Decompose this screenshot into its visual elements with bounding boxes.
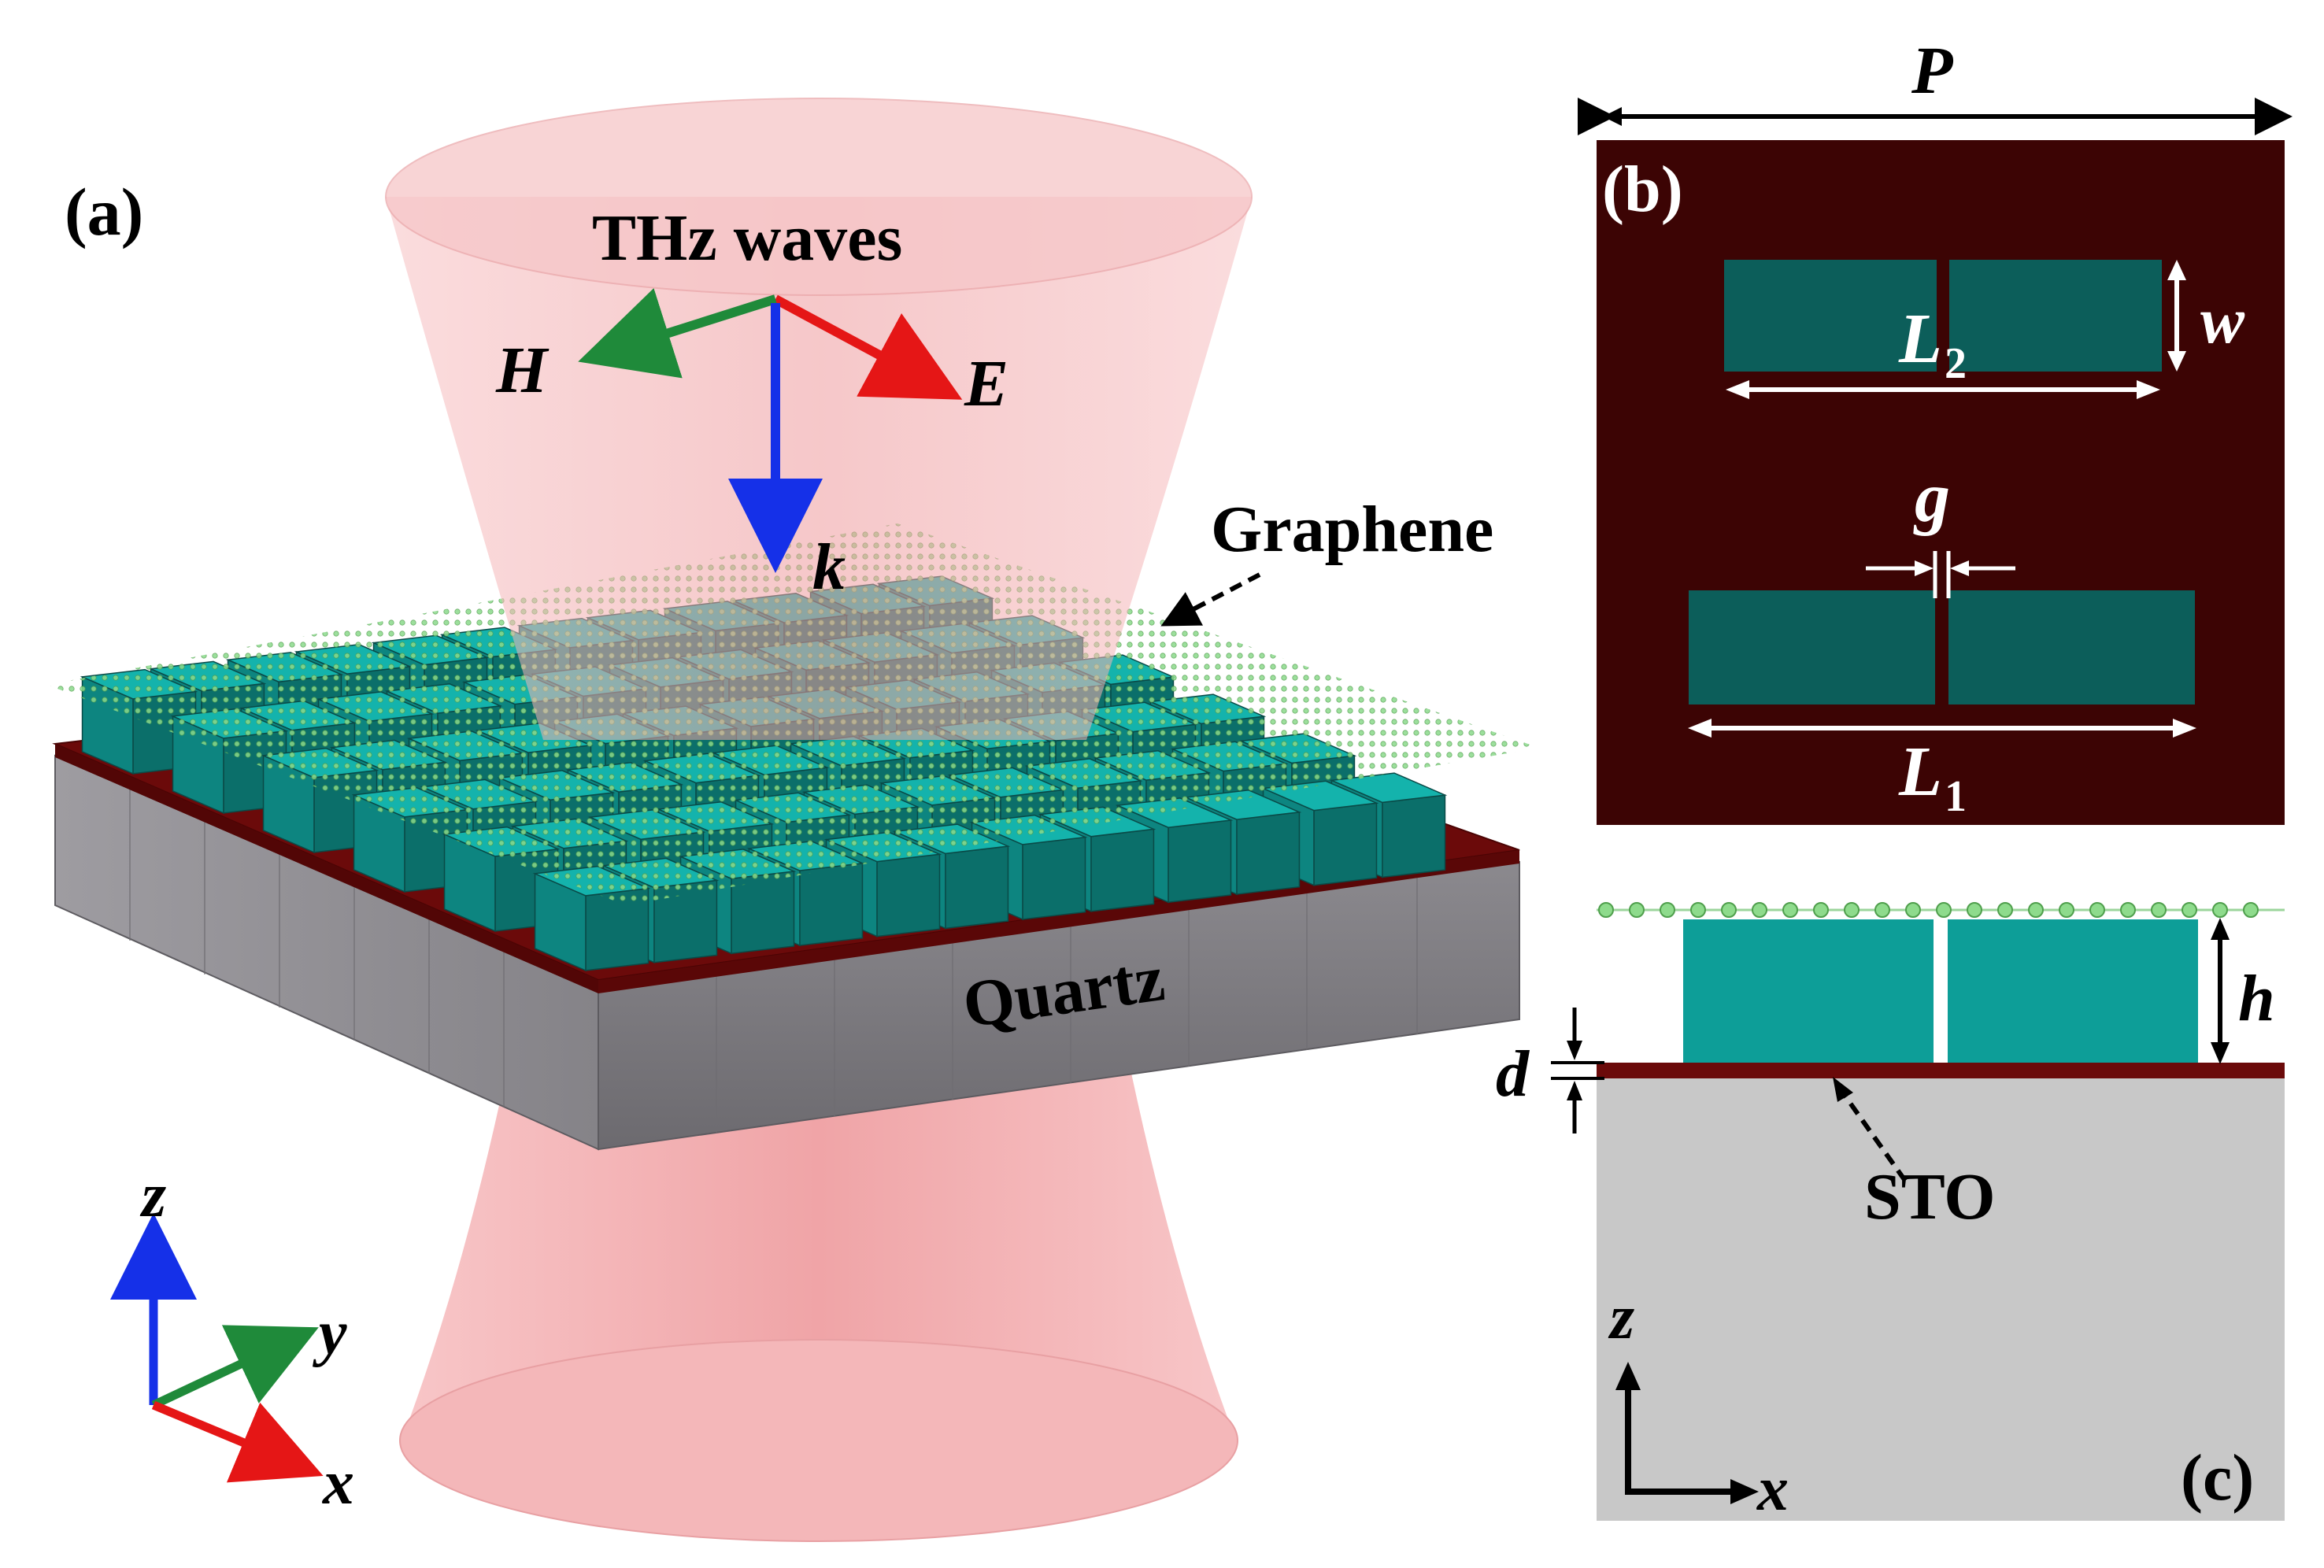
resonator-l2-right	[1949, 260, 2162, 372]
axes-c: z x	[1608, 1283, 1789, 1524]
graphene-atom	[1660, 902, 1675, 918]
quartz-substrate	[54, 754, 1520, 1151]
substrate-side-view	[1597, 1072, 2285, 1521]
d-dimension-arrows	[1551, 1008, 1604, 1133]
graphene-atom	[2059, 902, 2074, 918]
axis-y-arrow	[151, 1325, 319, 1409]
graphene-atom	[2089, 902, 2105, 918]
h-field-arrow	[578, 288, 777, 379]
k-vector-label: k	[812, 531, 846, 604]
resonator-l1-right	[1948, 590, 2195, 704]
resonator-block-face	[945, 845, 1009, 930]
svg-text:2: 2	[1945, 339, 1967, 388]
graphene-atom	[1690, 902, 1706, 918]
l2-label: L 2	[1898, 300, 1967, 388]
e-field-label: E	[964, 347, 1008, 420]
resonator-l2-left	[1724, 260, 1937, 372]
sto-label: STO	[1864, 1160, 1996, 1233]
sto-layer-side-view	[1597, 1063, 2285, 1078]
graphene-atom	[1905, 902, 1921, 918]
field-vectors	[578, 288, 963, 573]
resonator-block-face	[1236, 811, 1301, 895]
period-label: P	[1911, 32, 1954, 108]
gap-indicator	[1866, 551, 2015, 598]
h-label: h	[2238, 962, 2275, 1035]
w-label: w	[2200, 284, 2245, 357]
panel-a: (a) THz waves H E k Graphene Quartz z y …	[47, 98, 1539, 1542]
graphene-atom	[1967, 902, 1982, 918]
graphene-atom	[1874, 902, 1890, 918]
axis-c-z-label: z	[1608, 1283, 1634, 1352]
graphene-atom	[1629, 902, 1645, 918]
axis-c-x-label: x	[1756, 1455, 1789, 1524]
graphene-label: Graphene	[1211, 493, 1493, 566]
axis-z-label: z	[139, 1161, 166, 1230]
panel-c-label: (c)	[2181, 1441, 2254, 1514]
resonator-side-left	[1683, 919, 1934, 1063]
graphene-atom	[2243, 902, 2259, 918]
graphene-atom	[1997, 902, 2013, 918]
resonator-block-face	[1168, 819, 1232, 904]
thz-waves-label: THz waves	[592, 202, 902, 275]
e-field-arrow	[773, 294, 963, 400]
axis-y-label: y	[312, 1299, 347, 1368]
graphene-atom	[2028, 902, 2044, 918]
resonator-block-face	[799, 862, 864, 946]
graphene-atom	[2151, 902, 2167, 918]
thz-beam-top-ellipse	[385, 98, 1253, 296]
axes-a: z y x	[110, 1161, 354, 1518]
panel-a-label: (a)	[65, 174, 143, 250]
resonator-block-face	[1382, 794, 1446, 878]
graphene-atom	[1598, 902, 1614, 918]
axis-x-label: x	[322, 1448, 354, 1518]
resonator-block-face	[1090, 828, 1155, 912]
resonator-side-right	[1948, 919, 2198, 1063]
graphene-atom	[2182, 902, 2197, 918]
resonator-block-face	[876, 853, 941, 937]
graphene-atom	[1936, 902, 1952, 918]
svg-text:L: L	[1898, 300, 1942, 378]
l1-label: L 1	[1898, 733, 1967, 821]
graphene-atom	[2120, 902, 2136, 918]
resonator-block-face	[1313, 802, 1378, 886]
svg-text:1: 1	[1945, 772, 1967, 821]
axis-x-arrow	[151, 1400, 324, 1483]
panel-c: h d STO z x (c)	[1496, 902, 2285, 1524]
graphene-pointer-arrow	[1160, 572, 1261, 627]
d-label: d	[1496, 1037, 1530, 1111]
thz-beam-bottom-ellipse	[399, 1339, 1238, 1542]
graphene-atom	[1721, 902, 1737, 918]
graphene-side-view	[1598, 902, 2259, 918]
g-label: g	[1913, 459, 1950, 537]
graphene-atom	[1844, 902, 1860, 918]
panel-b: P (b) w L 2 L 1	[1578, 32, 2293, 825]
graphene-atom	[2212, 902, 2228, 918]
resonator-l1-left	[1689, 590, 1935, 704]
graphene-atom	[1813, 902, 1829, 918]
svg-text:L: L	[1898, 733, 1942, 811]
graphene-atom	[1782, 902, 1798, 918]
unit-cell-top-view	[1597, 140, 2285, 825]
resonator-block-face	[1022, 836, 1086, 920]
panel-b-label: (b)	[1602, 153, 1683, 226]
graphene-atom	[1752, 902, 1767, 918]
h-field-label: H	[495, 334, 550, 407]
